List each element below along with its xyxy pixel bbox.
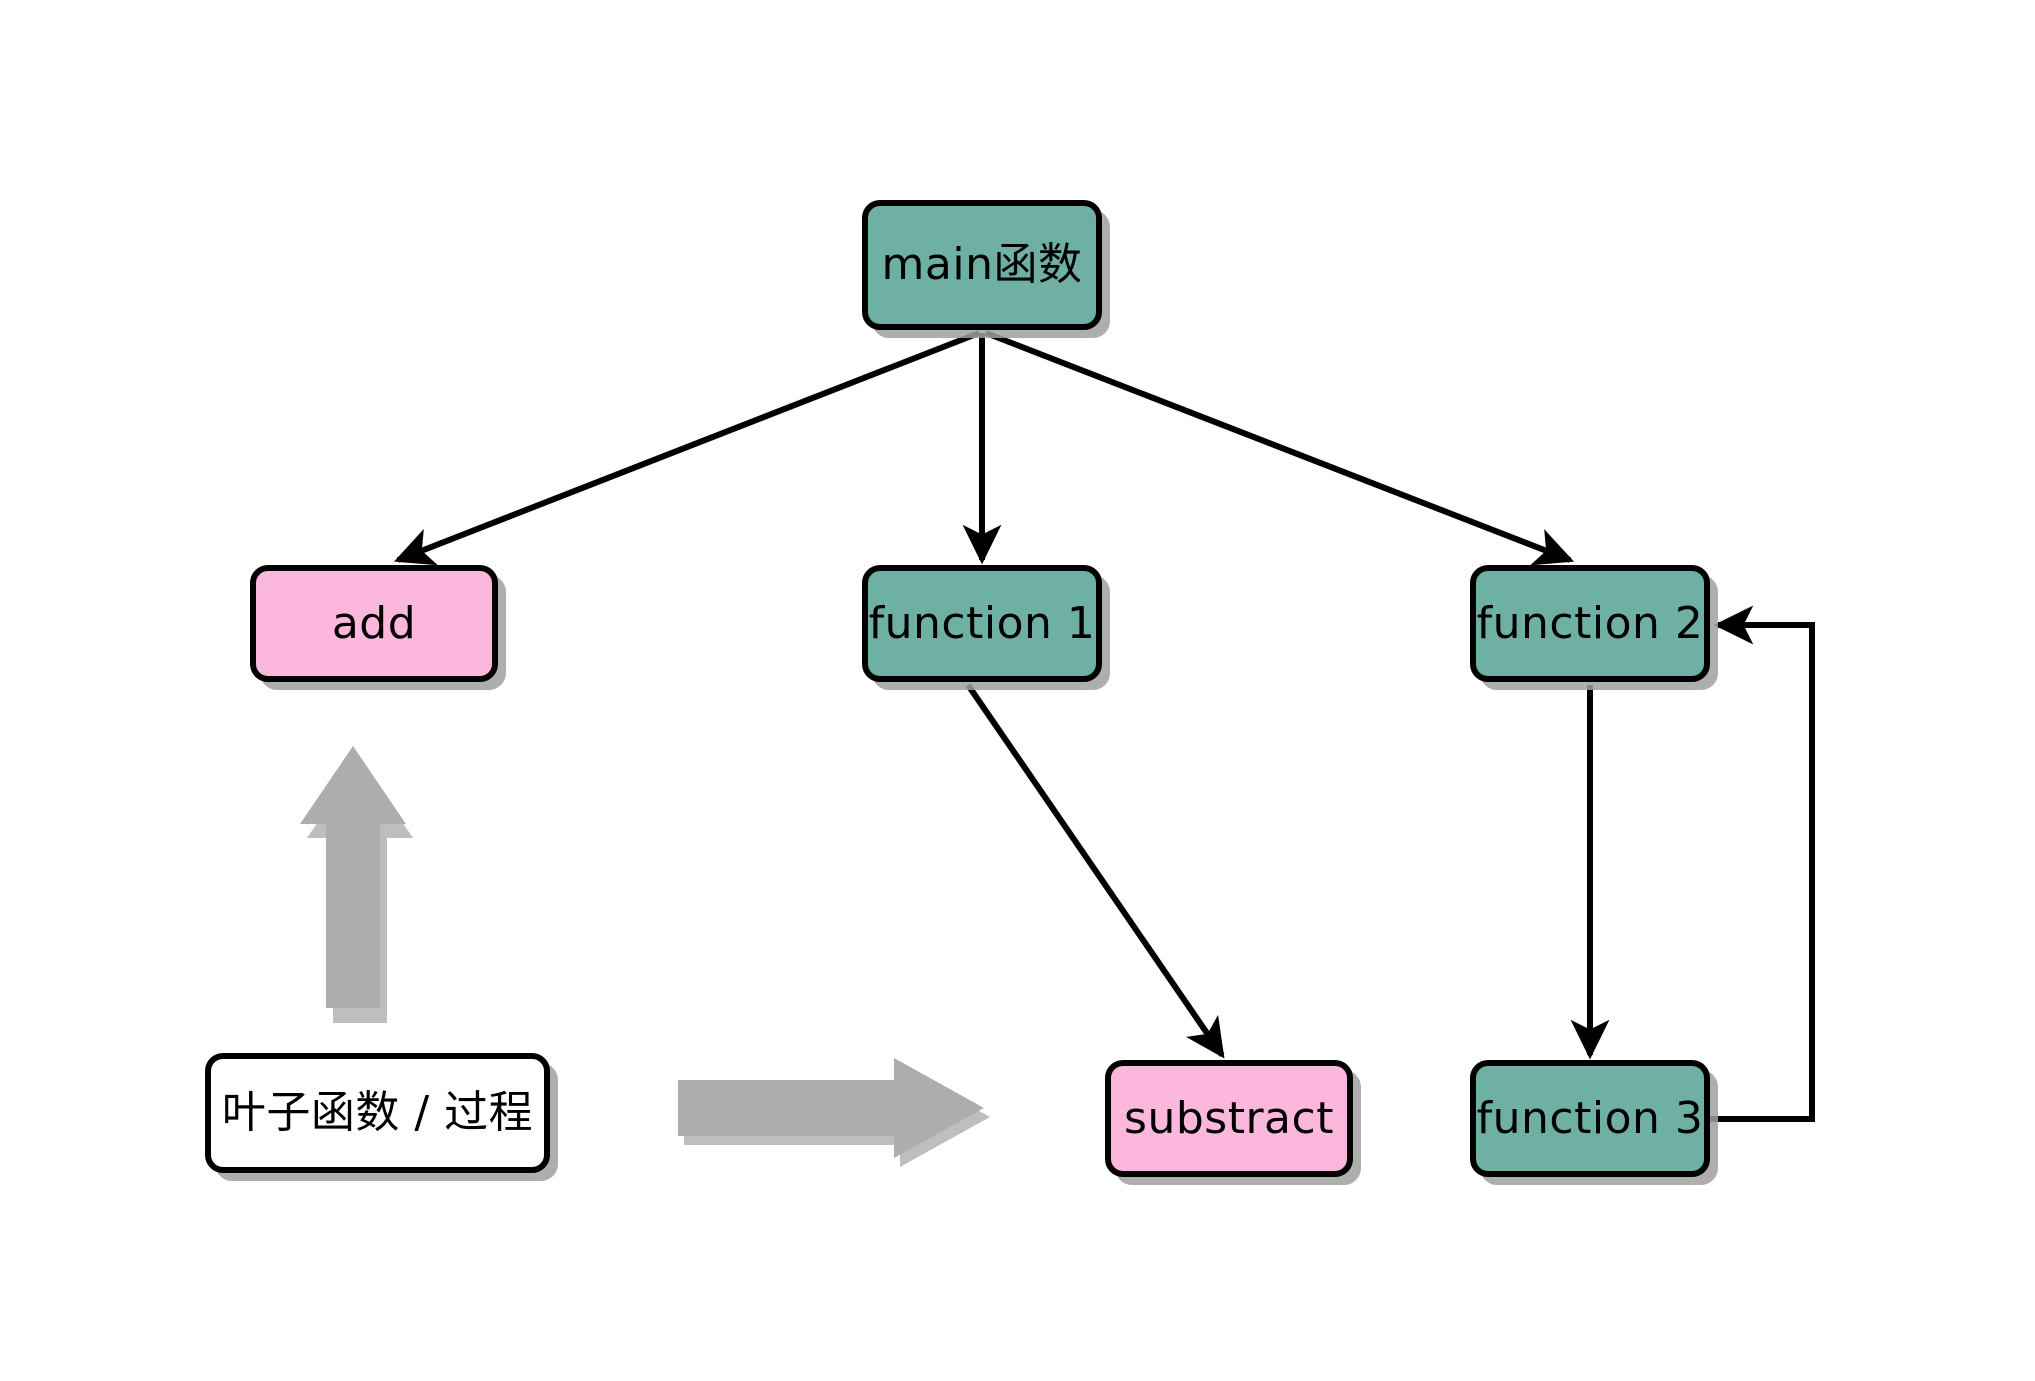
legend-box[interactable]: 叶子函数 / 过程 [205, 1053, 550, 1173]
legend-box-label: 叶子函数 / 过程 [221, 1087, 534, 1138]
node-substract-label: substract [1124, 1092, 1334, 1144]
edge-function1-to-substract [965, 683, 1225, 1059]
legend-right-block-arrow [678, 1058, 990, 1167]
edge-main-to-function2 [984, 330, 1575, 566]
node-substract[interactable]: substract [1105, 1060, 1353, 1177]
node-function2-label: function 2 [1476, 597, 1704, 649]
node-add-label: add [331, 597, 417, 649]
node-function1[interactable]: function 1 [862, 565, 1102, 682]
edge-function3-to-function2-loop [1710, 605, 1815, 1122]
node-function3[interactable]: function 3 [1470, 1060, 1710, 1177]
node-function1-label: function 1 [868, 597, 1096, 649]
node-main-label: main函数 [881, 239, 1083, 290]
node-function2[interactable]: function 2 [1470, 565, 1710, 682]
node-add[interactable]: add [250, 565, 498, 682]
legend-up-block-arrow [300, 746, 413, 1023]
node-main[interactable]: main函数 [862, 200, 1102, 330]
node-function3-label: function 3 [1476, 1092, 1704, 1144]
edge-main-to-add [393, 330, 981, 566]
